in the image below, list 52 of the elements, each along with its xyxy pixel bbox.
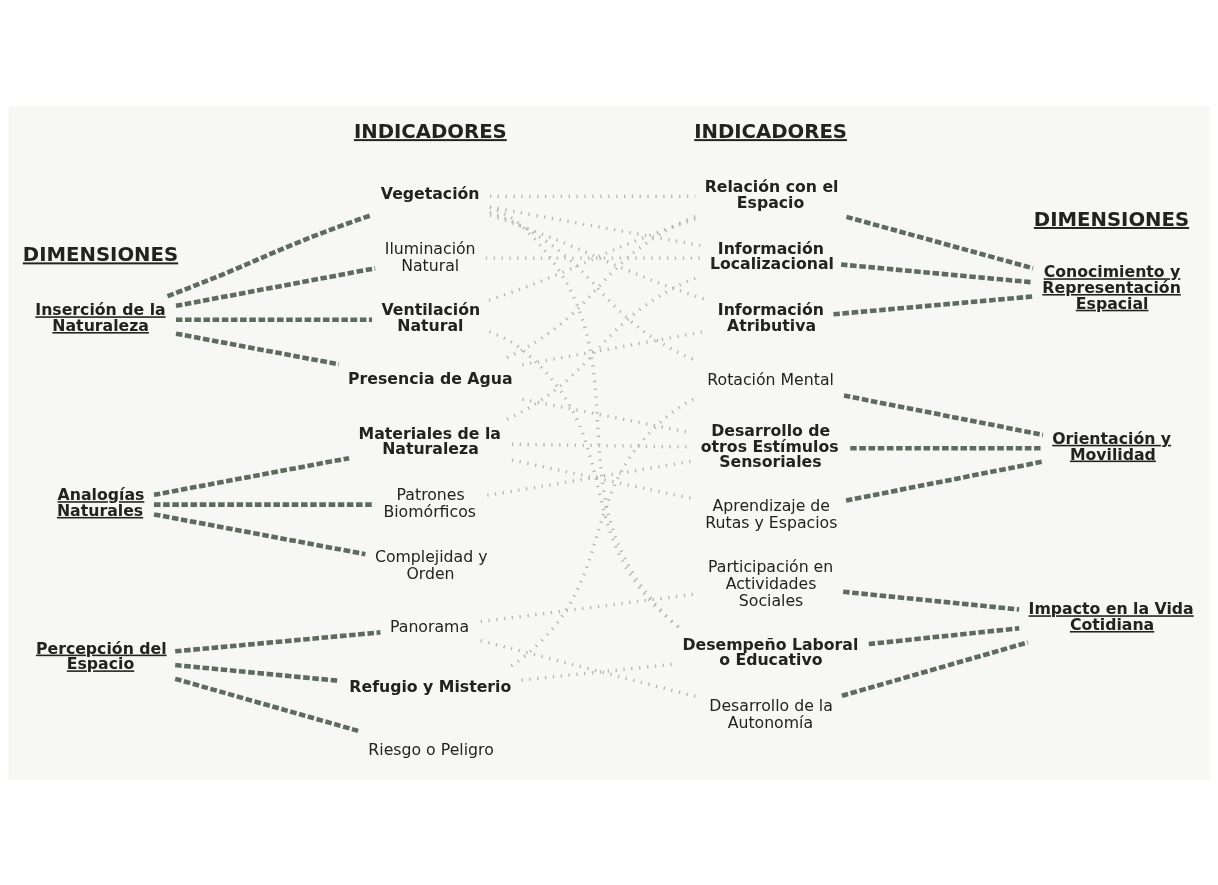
node-text: Aprendizaje de Rutas y Espacios — [705, 495, 838, 532]
node-text: Refugio y Misterio — [349, 676, 512, 696]
connector — [176, 316, 373, 322]
connector — [487, 459, 692, 497]
node-text: Iluminación Natural — [384, 238, 476, 275]
node-text: Patrones Biomórficos — [383, 484, 476, 521]
connector — [175, 330, 340, 367]
connector — [841, 639, 1029, 698]
node-text: Presencia de Agua — [348, 368, 513, 388]
connector — [868, 625, 1020, 646]
node-text: Ventilación Natural — [381, 299, 481, 335]
label: DIMENSIONES — [22, 242, 179, 266]
node-text: Panorama — [390, 616, 470, 636]
connector — [153, 511, 366, 556]
connector — [845, 214, 1034, 270]
connector — [175, 662, 340, 683]
connector — [166, 212, 372, 298]
node-text: Conocimiento y Representación Espacial — [1042, 261, 1181, 313]
node-text: Información Atributiva — [717, 299, 824, 335]
node-text: Riesgo o Peligro — [368, 739, 494, 759]
connector — [153, 455, 350, 497]
node-text: Analogías Naturales — [56, 484, 145, 520]
connector — [174, 676, 360, 733]
connector — [850, 445, 1043, 451]
connector — [840, 261, 1034, 285]
node-text: Desarrollo de la Autonomía — [709, 695, 833, 732]
connector — [154, 501, 374, 507]
node-text: Percepción del Espacio — [35, 638, 167, 673]
node-text: Inserción de la Naturaleza — [35, 299, 166, 335]
node-text: Relación con el Espacio — [704, 176, 839, 212]
label: DIMENSIONES — [1033, 207, 1190, 231]
connector — [833, 293, 1034, 317]
node-text: Vegetación — [380, 183, 480, 203]
connector — [843, 392, 1044, 437]
connector — [175, 629, 381, 654]
node-text: Orientación y Movilidad — [1052, 428, 1172, 464]
connector — [845, 458, 1044, 503]
node-text: Participación en Actividades Sociales — [708, 556, 834, 610]
node-text: Complejidad y Orden — [374, 546, 488, 583]
node-text: Información Localizacional — [709, 238, 834, 273]
node-text: Impacto en la Vida Cotidiana — [1028, 598, 1194, 634]
label: INDICADORES — [353, 119, 507, 143]
node-text: Desempeño Laboral o Educativo — [682, 634, 859, 669]
connector — [842, 589, 1020, 612]
connector — [175, 265, 376, 308]
node-text: Rotación Mental — [707, 369, 834, 389]
connector — [489, 204, 701, 247]
label: INDICADORES — [694, 119, 848, 143]
connector — [485, 255, 701, 260]
connector — [521, 662, 674, 682]
node-text: Desarrollo de otros Estímulos Sensoriales — [700, 420, 839, 471]
node-text: Materiales de la Naturaleza — [358, 423, 501, 458]
